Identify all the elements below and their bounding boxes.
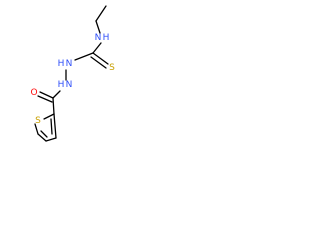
bond-ring-c4-c3	[45, 137, 57, 142]
molecule-structure: N H S H N H N O S	[30, 5, 115, 142]
bond-ch2-nh	[95, 20, 101, 34]
bond-ring-c3-c2-b	[50, 118, 53, 135]
bond-nh-carbonyl-carbon	[52, 90, 61, 99]
atom-symbol: O	[30, 88, 37, 98]
atom-labels: N H S H N H N O S	[30, 33, 115, 126]
atom-symbol: N	[66, 59, 73, 69]
atom-nh-hydrazine-upper: H N	[58, 59, 73, 69]
atom-s-thio: S	[109, 63, 115, 73]
bond-ethyl-ch3-ch2	[95, 5, 107, 22]
atom-hydrogen: H	[103, 33, 110, 43]
atom-nh-hydrazine-lower: H N	[58, 80, 73, 90]
bond-nh-thiocarbon	[92, 42, 102, 54]
atom-symbol: S	[35, 116, 41, 126]
bond-carbonyl-ring	[52, 97, 55, 115]
atom-symbol: N	[95, 33, 102, 43]
atom-s-ring: S	[35, 116, 41, 126]
bond-carbonyl-o-a	[39, 91, 54, 99]
bond-carbonyl-o-b	[37, 95, 53, 103]
bond-thiocarbon-nh	[74, 52, 94, 61]
atom-hydrogen: H	[58, 80, 65, 90]
bond-ring-s-c5	[34, 123, 39, 135]
bond-ring-c5-c4-a	[37, 133, 47, 142]
atom-symbol: S	[109, 63, 115, 73]
atom-hydrogen: H	[58, 59, 65, 69]
bond-thiocarbon-s-b	[90, 56, 107, 69]
atom-nh-ethyl: N H	[95, 33, 110, 43]
bond-ring-c2-s	[43, 113, 55, 120]
atom-o-carbonyl: O	[30, 88, 37, 98]
bond-thiocarbon-s-a	[92, 52, 109, 65]
atom-symbol: N	[66, 80, 73, 90]
bonds	[34, 5, 109, 142]
bond-ring-c5-c4-b	[40, 130, 48, 138]
bond-ring-c3-c2-a	[53, 113, 57, 139]
